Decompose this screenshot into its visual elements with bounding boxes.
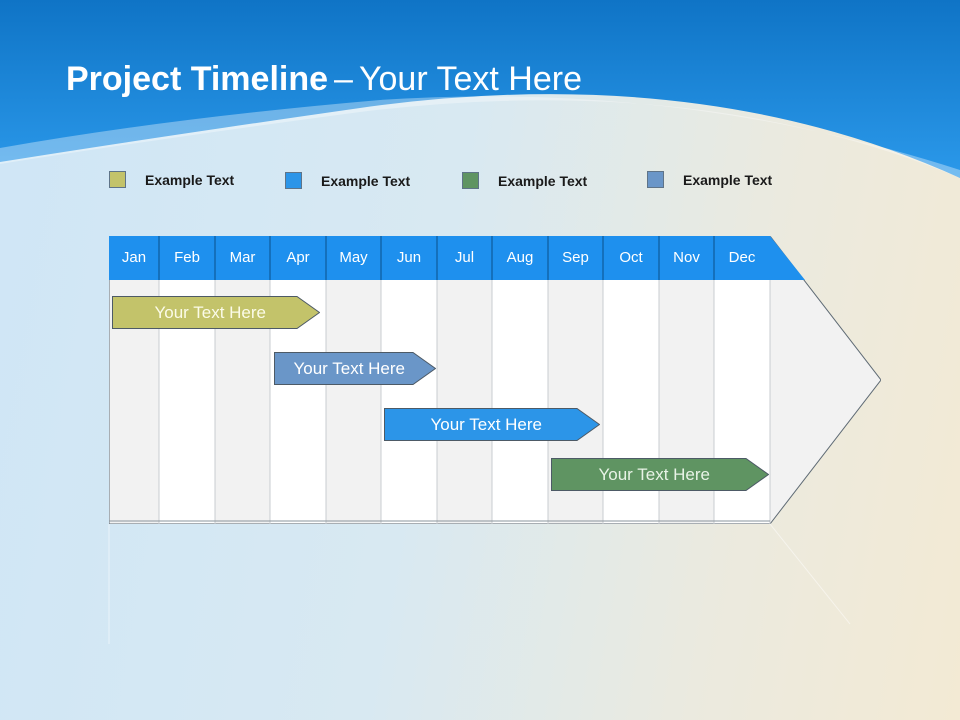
legend-item: Example Text [285,172,410,189]
month-label: Mar [229,249,256,266]
month-label: Sep [562,249,589,266]
legend-item: Example Text [462,172,587,189]
legend-swatch [462,172,479,189]
legend-label: Example Text [145,171,235,188]
month-label: Dec [728,249,756,266]
title-bold: Project Timeline [66,60,329,98]
month-column [381,280,437,523]
task-label: Your Text Here [598,464,710,484]
month-column [492,280,548,523]
month-label: Nov [673,249,700,266]
task-label: Your Text Here [154,302,266,322]
month-label: Oct [619,249,643,266]
month-label: Jun [396,249,422,266]
chart-reflection [108,524,851,644]
slide-title: Project Timeline–Your Text Here [66,60,582,99]
legend-label: Example Text [321,172,411,189]
task-label: Your Text Here [293,358,405,378]
task-label: Your Text Here [430,414,542,434]
month-label: Aug [506,249,534,266]
legend-swatch [109,171,126,188]
task-bar[interactable]: Your Text Here [112,296,320,329]
legend-swatch [285,172,302,189]
task-arrow-shape [384,408,600,441]
task-arrow-shape [112,296,320,329]
task-bar[interactable]: Your Text Here [551,458,769,491]
month-header-band [109,236,805,280]
month-label: Feb [174,249,200,266]
title-rest: Your Text Here [358,60,582,98]
legend-item: Example Text [647,171,772,188]
task-bar[interactable]: Your Text Here [384,408,600,441]
month-label: May [339,249,368,266]
month-label: Apr [286,249,310,266]
legend-label: Example Text [498,172,588,189]
legend-swatch [647,171,664,188]
month-label: Jan [121,249,147,266]
legend-item: Example Text [109,171,234,188]
legend-label: Example Text [683,171,773,188]
task-arrow-shape [551,458,769,491]
month-label: Jul [454,249,475,266]
task-arrow-shape [274,352,436,385]
header-band [0,0,960,190]
task-bar[interactable]: Your Text Here [274,352,436,385]
title-separator: – [334,60,353,98]
